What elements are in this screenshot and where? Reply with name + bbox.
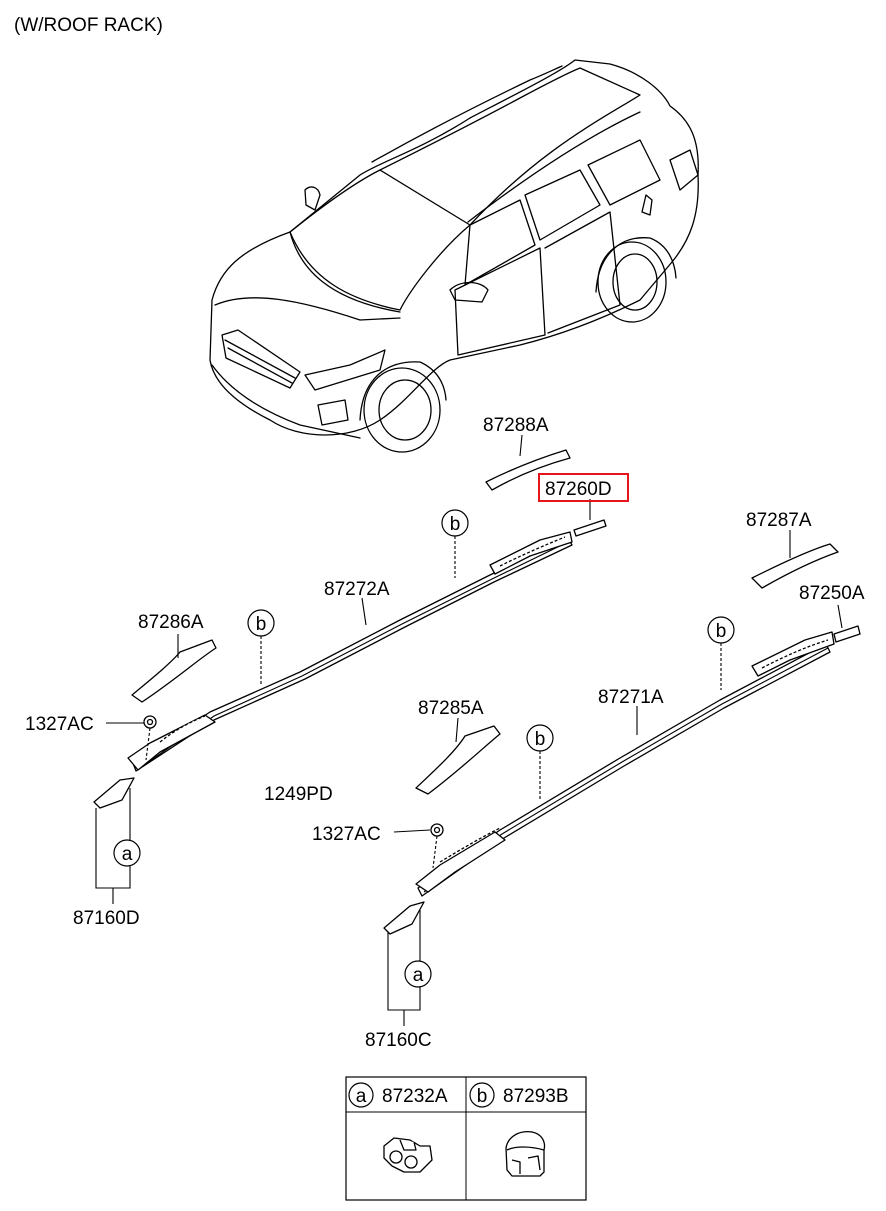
legend-a-part: 87232A: [382, 1086, 448, 1107]
vehicle-illustration: [209, 59, 699, 453]
callout-a-1: a: [113, 839, 141, 867]
callout-b-4: b: [526, 724, 554, 752]
legend-cell-b[interactable]: b 87293B: [469, 1082, 569, 1177]
callout-circles: b b b b a a: [113, 509, 735, 988]
legend-b-letter: b: [477, 1086, 488, 1107]
part-label-87286A[interactable]: 87286A: [138, 612, 204, 633]
clip-87293B-drawing: [505, 1130, 546, 1177]
svg-text:b: b: [450, 514, 461, 535]
callout-a-2: a: [404, 960, 432, 988]
part-label-87287A[interactable]: 87287A: [746, 510, 812, 531]
part-label-87160C[interactable]: 87160C: [365, 1030, 432, 1051]
part-label-1327AC-lower[interactable]: 1327AC: [312, 824, 381, 845]
part-label-87272A[interactable]: 87272A: [324, 579, 390, 600]
svg-text:a: a: [413, 965, 424, 986]
callout-b-3: b: [707, 616, 735, 644]
svg-text:b: b: [535, 729, 546, 750]
legend-cell-a[interactable]: a 87232A: [348, 1082, 448, 1173]
part-label-1327AC-upper[interactable]: 1327AC: [25, 714, 94, 735]
clip-87232A-drawing: [383, 1137, 433, 1173]
roof-rail-87271A-assembly: [383, 543, 861, 935]
part-labels: 87288A 87260D 87287A 87250A 87272A 87286…: [25, 415, 865, 1051]
legend-table: a 87232A b 87293B: [345, 1076, 587, 1201]
callout-b-2: b: [247, 609, 275, 637]
svg-text:a: a: [122, 844, 133, 865]
legend-b-part: 87293B: [503, 1086, 569, 1107]
diagram-heading: (W/ROOF RACK): [14, 15, 163, 36]
legend-a-letter: a: [356, 1086, 367, 1107]
part-label-87271A[interactable]: 87271A: [598, 687, 664, 708]
part-label-87260D[interactable]: 87260D: [545, 479, 612, 500]
callout-b-1: b: [441, 509, 469, 537]
part-label-87160D[interactable]: 87160D: [73, 908, 140, 929]
part-label-87285A[interactable]: 87285A: [418, 698, 484, 719]
part-label-87250A[interactable]: 87250A: [799, 583, 865, 604]
svg-text:b: b: [256, 614, 267, 635]
svg-text:b: b: [716, 621, 727, 642]
leader-lines: [95, 434, 843, 1026]
highlight-box-87260D: [538, 473, 629, 502]
part-label-87288A[interactable]: 87288A: [483, 415, 549, 436]
part-label-1249PD[interactable]: 1249PD: [264, 784, 333, 805]
